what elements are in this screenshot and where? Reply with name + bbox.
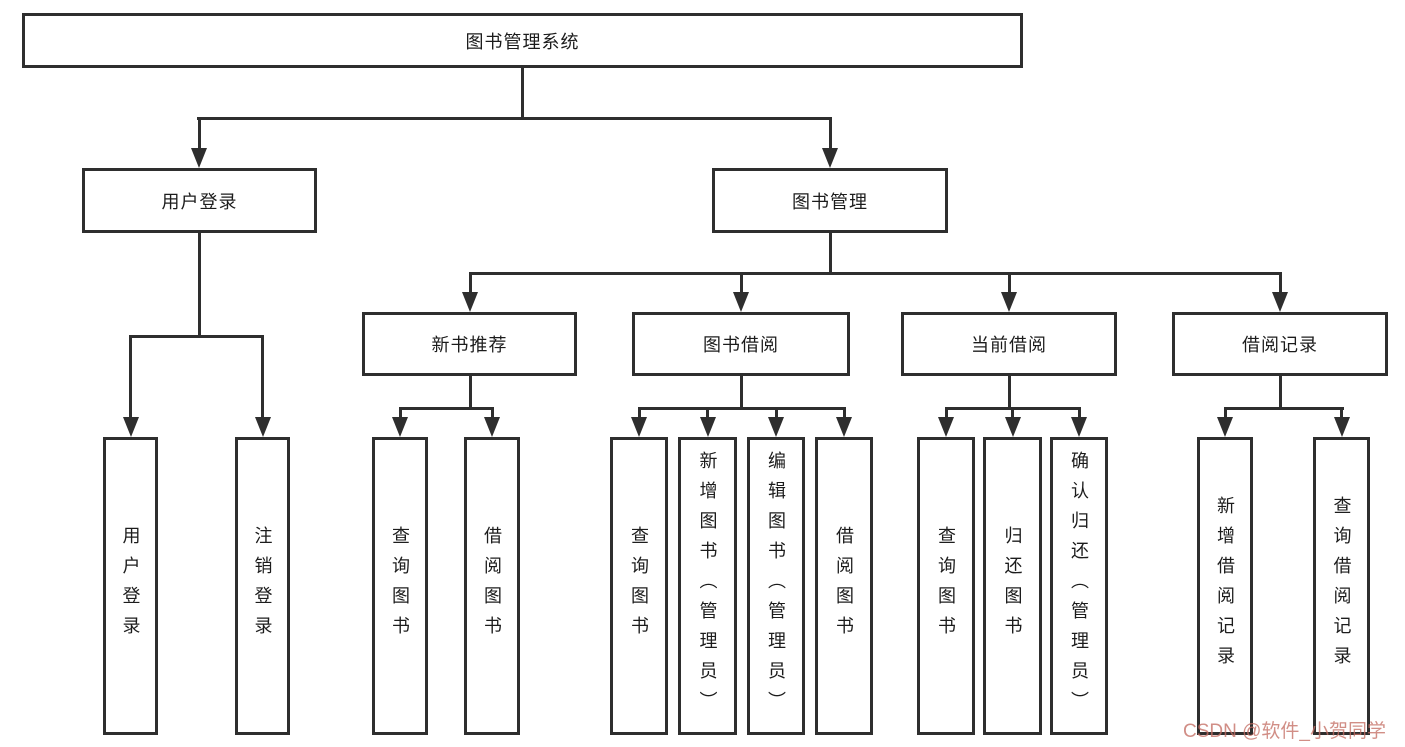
connector-line	[468, 376, 472, 407]
leaf-cb-query-book: 查询图书	[917, 437, 975, 735]
connector-line	[490, 407, 494, 417]
arrow-down	[191, 148, 207, 168]
connector-line	[261, 335, 264, 417]
connector-line	[129, 335, 132, 417]
node-label: 确认归还（管理员）	[1069, 451, 1089, 721]
connector-line	[197, 117, 201, 148]
connector-line	[1077, 407, 1081, 417]
arrow-down	[122, 417, 139, 437]
leaf-cb-return-book: 归还图书	[983, 437, 1042, 735]
leaf-bb-add-book-admin: 新增图书（管理员）	[678, 437, 737, 735]
node-book-borrowing: 图书借阅	[632, 312, 850, 376]
arrow-down	[699, 417, 716, 437]
leaf-bb-edit-book-admin: 编辑图书（管理员）	[747, 437, 805, 735]
arrow-down	[1004, 417, 1021, 437]
node-label: 借阅图书	[482, 526, 502, 646]
node-label: 图书管理	[792, 191, 868, 212]
arrow-down	[1071, 417, 1087, 437]
node-label: 当前借阅	[971, 335, 1047, 355]
connector-line	[468, 272, 472, 293]
arrow-down	[768, 417, 784, 437]
connector-line	[842, 407, 846, 417]
node-label: 图书借阅	[703, 335, 779, 355]
node-label: 图书管理系统	[465, 31, 580, 52]
leaf-nb-query-book: 查询图书	[372, 437, 428, 735]
connector-line	[1007, 272, 1011, 293]
node-label: 用户登录	[120, 526, 141, 646]
connector-line	[521, 68, 524, 117]
connector-line	[637, 407, 641, 417]
leaf-br-query-record: 查询借阅记录	[1313, 437, 1370, 735]
connector-line	[1278, 272, 1282, 293]
arrow-down	[1001, 292, 1017, 312]
node-label: 注销登录	[252, 526, 273, 646]
node-user-login: 用户登录	[82, 168, 317, 233]
csdn-watermark: CSDN @软件_小贺同学	[1183, 721, 1386, 742]
node-label: 用户登录	[161, 191, 238, 212]
arrow-down	[254, 417, 271, 437]
connector-line	[1340, 407, 1343, 417]
arrow-down	[938, 417, 954, 437]
node-label: 新书推荐	[431, 335, 508, 355]
leaf-nb-borrow-book: 借阅图书	[464, 437, 520, 735]
leaf-bb-query-book: 查询图书	[610, 437, 668, 735]
arrow-down	[836, 417, 852, 437]
arrow-down	[1333, 417, 1350, 437]
node-label: 借阅图书	[834, 526, 854, 646]
connector-line	[637, 407, 846, 410]
node-label: 查询图书	[390, 526, 410, 646]
node-label: 归还图书	[1002, 526, 1023, 646]
node-borrowing-records: 借阅记录	[1172, 312, 1388, 376]
arrow-down	[462, 292, 478, 312]
connector-line	[739, 376, 743, 407]
connector-line	[1007, 376, 1011, 407]
node-label: 借阅记录	[1242, 335, 1318, 355]
node-label: 编辑图书（管理员）	[766, 451, 786, 721]
leaf-user-login: 用户登录	[103, 437, 158, 735]
node-label: 新增图书（管理员）	[697, 451, 718, 721]
connector-line	[197, 233, 201, 335]
arrow-down	[631, 417, 647, 437]
arrow-down	[822, 148, 838, 168]
arrow-down	[1217, 417, 1233, 437]
connector-line	[774, 407, 778, 417]
arrow-down	[1272, 292, 1288, 312]
arrow-down	[733, 292, 749, 312]
connector-line	[468, 272, 1282, 275]
connector-line	[1278, 376, 1282, 407]
connector-line	[828, 233, 832, 272]
connector-line	[706, 407, 709, 417]
leaf-br-add-record: 新增借阅记录	[1197, 437, 1253, 735]
node-label: 查询图书	[936, 526, 956, 646]
connector-line	[944, 407, 948, 417]
node-new-book-recommend: 新书推荐	[362, 312, 577, 376]
connector-line	[1223, 407, 1344, 410]
connector-line	[129, 335, 264, 338]
connector-line	[1223, 407, 1227, 417]
node-book-management: 图书管理	[712, 168, 948, 233]
node-label: 新增借阅记录	[1215, 496, 1235, 676]
connector-line	[398, 407, 402, 417]
node-label: 查询图书	[629, 526, 649, 646]
connector-line	[828, 117, 832, 148]
leaf-logout: 注销登录	[235, 437, 290, 735]
leaf-bb-borrow-book: 借阅图书	[815, 437, 873, 735]
node-library-system: 图书管理系统	[22, 13, 1023, 68]
node-label: 查询借阅记录	[1331, 496, 1352, 676]
connector-line	[739, 272, 743, 293]
arrow-down	[484, 417, 500, 437]
connector-line	[1011, 407, 1014, 417]
arrow-down	[392, 417, 408, 437]
connector-line	[197, 117, 832, 120]
node-current-borrowing: 当前借阅	[901, 312, 1117, 376]
connector-line	[398, 407, 494, 410]
leaf-cb-confirm-return-admin: 确认归还（管理员）	[1050, 437, 1108, 735]
